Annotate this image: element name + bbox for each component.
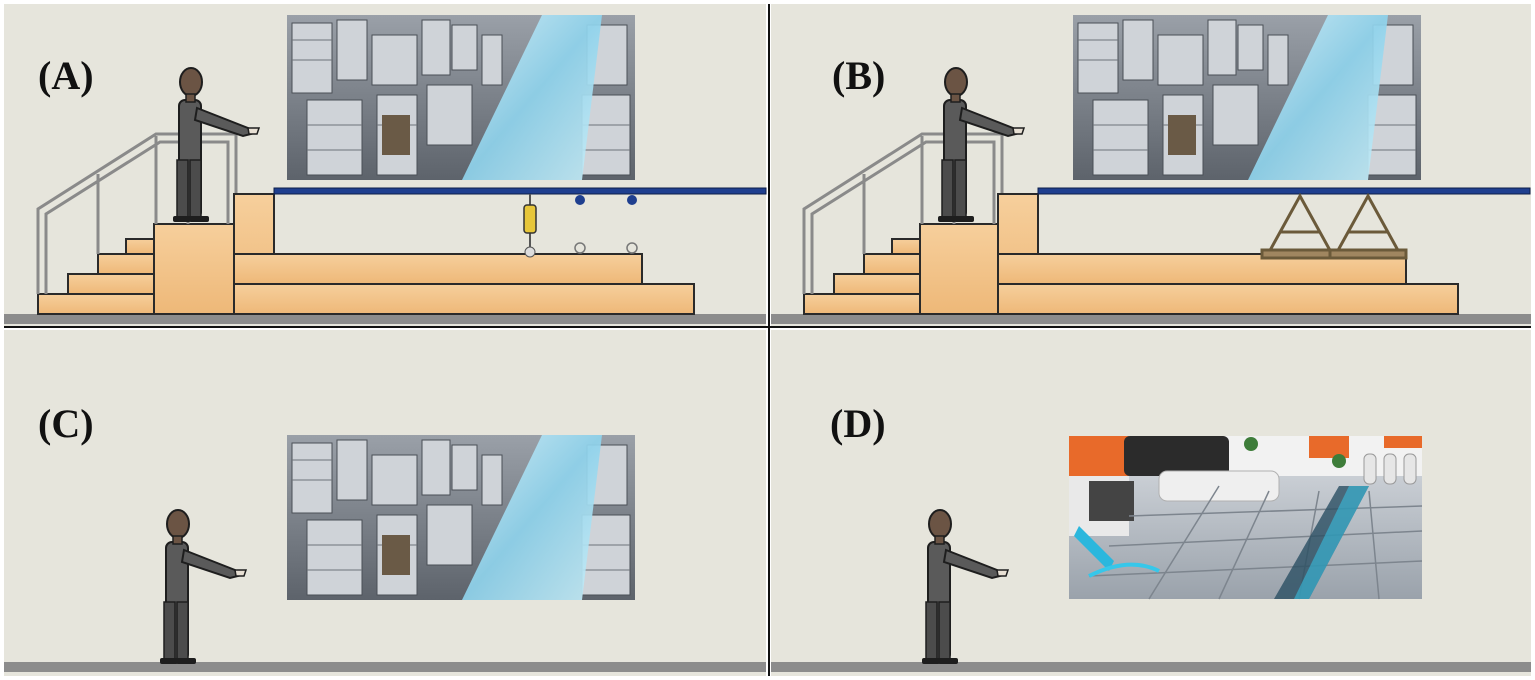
panel-c-city-view-image	[286, 434, 636, 601]
panel-a: (A)	[4, 14, 767, 324]
panel-c: (C)	[4, 401, 766, 672]
panel-c-floor	[4, 662, 766, 672]
panel-d-room-view-image	[1067, 434, 1424, 601]
panel-a-city-view-image	[286, 14, 636, 181]
panel-b-truss-supports	[1260, 192, 1408, 260]
panel-d: (D)	[771, 401, 1531, 672]
panel-a-spring-supports	[523, 194, 638, 258]
panel-a-floor	[4, 314, 766, 324]
panel-d-floor	[771, 662, 1531, 672]
panel-b-city-view-image	[1072, 14, 1422, 181]
panel-d-label: (D)	[830, 401, 886, 446]
panel-c-label: (C)	[38, 401, 94, 446]
panel-b-label: (B)	[832, 53, 885, 98]
panel-b-floor	[771, 314, 1531, 324]
panel-b: (B)	[771, 14, 1531, 324]
panel-a-label: (A)	[38, 53, 94, 98]
